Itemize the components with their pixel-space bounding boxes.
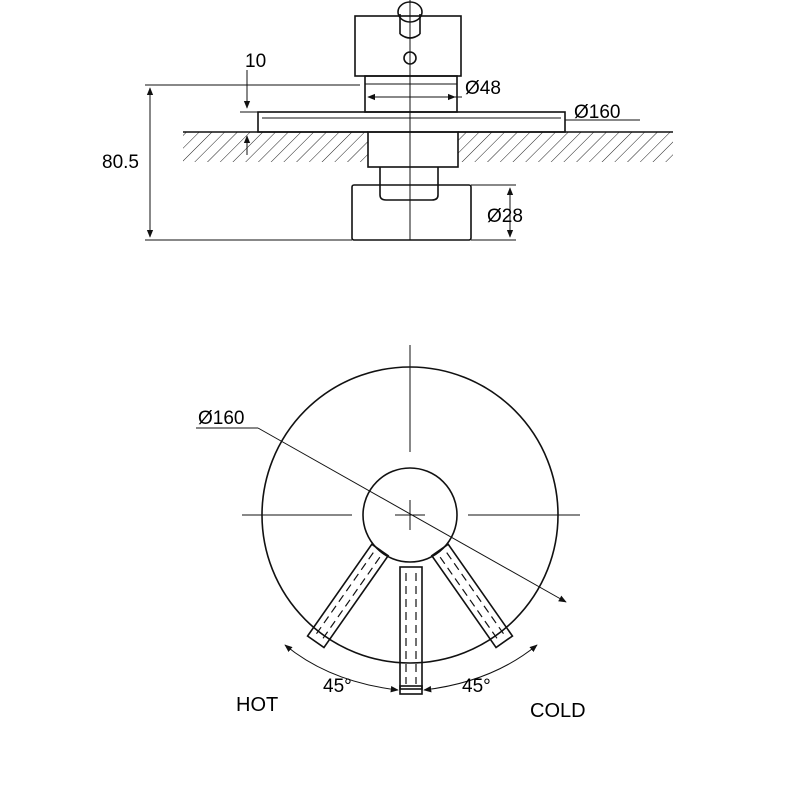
spindle — [379, 167, 439, 201]
centre-cross — [242, 345, 580, 530]
front-view: Ø160 45° 45° HOT COLD — [196, 345, 586, 722]
valve-body-top — [354, 15, 462, 77]
handle-knob — [351, 184, 472, 241]
valve-body-wall — [367, 131, 459, 168]
dimension-handle: Ø28 — [471, 184, 523, 241]
dim-plate-front-label: Ø160 — [198, 408, 244, 429]
valve-body-neck — [364, 75, 458, 113]
side-view: 80.5 10 Ø48 Ø160 Ø28 — [102, 0, 673, 241]
dim-offset-label: 10 — [245, 51, 266, 72]
angle-arcs — [284, 644, 538, 693]
dim-handle-label: Ø28 — [487, 206, 523, 227]
dimension-body: Ø48 — [367, 78, 501, 101]
dimension-height: 80.5 — [102, 84, 360, 241]
dimension-plate-front: Ø160 — [196, 408, 567, 603]
wall-hatching — [183, 131, 673, 162]
lever-hot — [306, 543, 390, 649]
hot-label: HOT — [236, 694, 278, 716]
cover-plate — [257, 111, 566, 133]
dimension-plate: Ø160 — [565, 102, 640, 123]
dimension-offset: 10 — [240, 51, 266, 155]
lever-cold — [430, 543, 514, 649]
cold-label: COLD — [530, 700, 586, 722]
angle-left-label: 45° — [323, 676, 352, 697]
centre-hub — [362, 467, 458, 563]
dim-body-label: Ø48 — [465, 78, 501, 99]
dim-height-label: 80.5 — [102, 152, 139, 173]
lever-centre — [399, 566, 423, 695]
dim-plate-label: Ø160 — [574, 102, 620, 123]
angle-right-label: 45° — [462, 676, 491, 697]
